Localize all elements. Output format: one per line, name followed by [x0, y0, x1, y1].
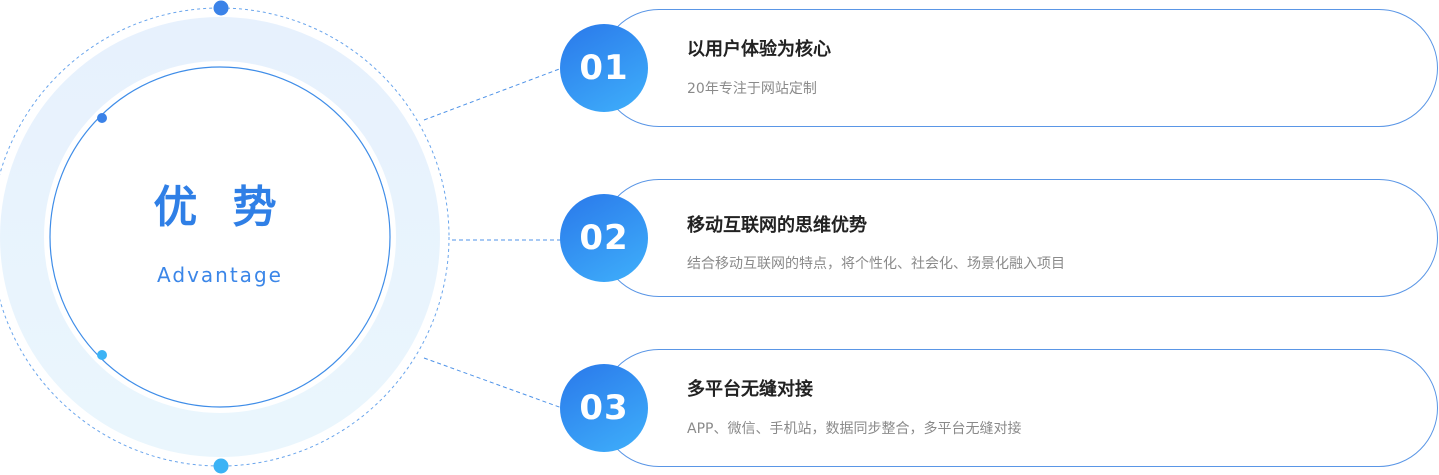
outer-ring-band: [0, 17, 440, 457]
arc-dot-upper: [97, 113, 107, 123]
card-title-3: 多平台无缝对接: [687, 379, 813, 400]
arc-dot-lower: [97, 350, 107, 360]
dashed-orbit: [0, 7, 450, 467]
card-description-3: APP、微信、手机站，数据同步整合，多平台无缝对接: [687, 421, 1022, 437]
number-badge-2: 02: [560, 194, 648, 282]
advantage-card-3: 多平台无缝对接 APP、微信、手机站，数据同步整合，多平台无缝对接: [600, 349, 1438, 467]
card-title-2: 移动互联网的思维优势: [687, 215, 867, 236]
number-badge-3: 03: [560, 364, 648, 452]
number-badge-1: 01: [560, 24, 648, 112]
card-description-2: 结合移动互联网的特点，将个性化、社会化、场景化融入项目: [687, 256, 1065, 272]
card-description-1: 20年专注于网站定制: [687, 81, 817, 97]
inner-arc: [49, 66, 391, 408]
connector-line-1: [423, 67, 563, 121]
advantage-card-2: 移动互联网的思维优势 结合移动互联网的特点，将个性化、社会化、场景化融入项目: [600, 179, 1438, 297]
card-title-1: 以用户体验为核心: [687, 39, 831, 60]
orbit-dot-top: [213, 0, 229, 16]
orbit-dot-bottom: [213, 458, 229, 474]
advantage-card-1: 以用户体验为核心 20年专注于网站定制: [600, 9, 1438, 127]
hero-subtitle: Advantage: [157, 263, 283, 287]
connector-line-3: [423, 357, 563, 409]
hero-title: 优 势: [153, 182, 287, 233]
